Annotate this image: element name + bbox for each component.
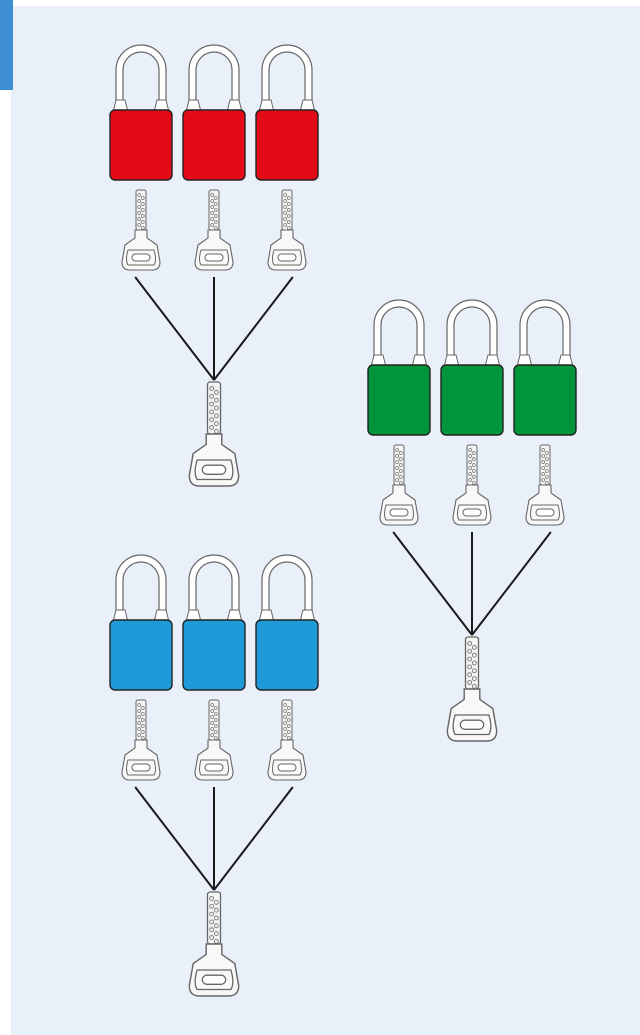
red-padlock-icon [182, 44, 246, 181]
blue-padlock-icon [109, 554, 173, 691]
red-padlock-icon [109, 44, 173, 181]
blue-key-icon [121, 699, 161, 781]
blue-key-icon [267, 699, 307, 781]
blue-connector-line [213, 786, 294, 891]
green-master-key-icon [446, 636, 498, 742]
red-padlock-group [109, 44, 319, 487]
blue-padlock-icon [182, 554, 246, 691]
green-padlock-icon [440, 299, 504, 436]
red-key-icon [194, 189, 234, 271]
blue-master-key-icon [188, 891, 240, 997]
green-connector-line [392, 531, 473, 636]
red-master-key-icon [188, 381, 240, 487]
blue-connector-line [134, 786, 215, 891]
green-key-icon [525, 444, 565, 526]
green-padlock-group [367, 299, 577, 742]
red-key-icon [121, 189, 161, 271]
red-connector-line [134, 276, 215, 381]
blue-key-icon [194, 699, 234, 781]
green-key-icon [379, 444, 419, 526]
red-padlock-icon [255, 44, 319, 181]
green-padlock-icon [513, 299, 577, 436]
red-key-icon [267, 189, 307, 271]
green-key-icon [452, 444, 492, 526]
red-connector-line [213, 276, 294, 381]
green-connector-line [471, 531, 552, 636]
blue-padlock-icon [255, 554, 319, 691]
accent-bar [0, 0, 13, 90]
green-padlock-icon [367, 299, 431, 436]
blue-padlock-group [109, 554, 319, 997]
